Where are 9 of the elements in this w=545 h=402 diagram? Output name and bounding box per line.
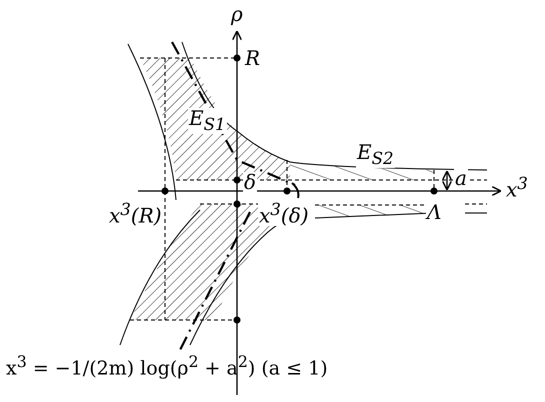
dimension-label: a (454, 168, 468, 188)
formula-caption: x$^{3}$ = −1/(2m) log(ρ$^{2}$ + a$^{2}$) (a ≤ 1) (6, 352, 328, 380)
point-label: x$^{3}$(δ) (258, 202, 310, 226)
point-label: x$^{3}$(R) (108, 202, 163, 226)
region-label: E$_{S2}$ (356, 142, 395, 168)
point-label: R (244, 48, 262, 68)
point-label: δ (243, 172, 258, 192)
region-label: E$_{S1}$ (188, 108, 227, 134)
point-label: Λ (426, 202, 442, 222)
